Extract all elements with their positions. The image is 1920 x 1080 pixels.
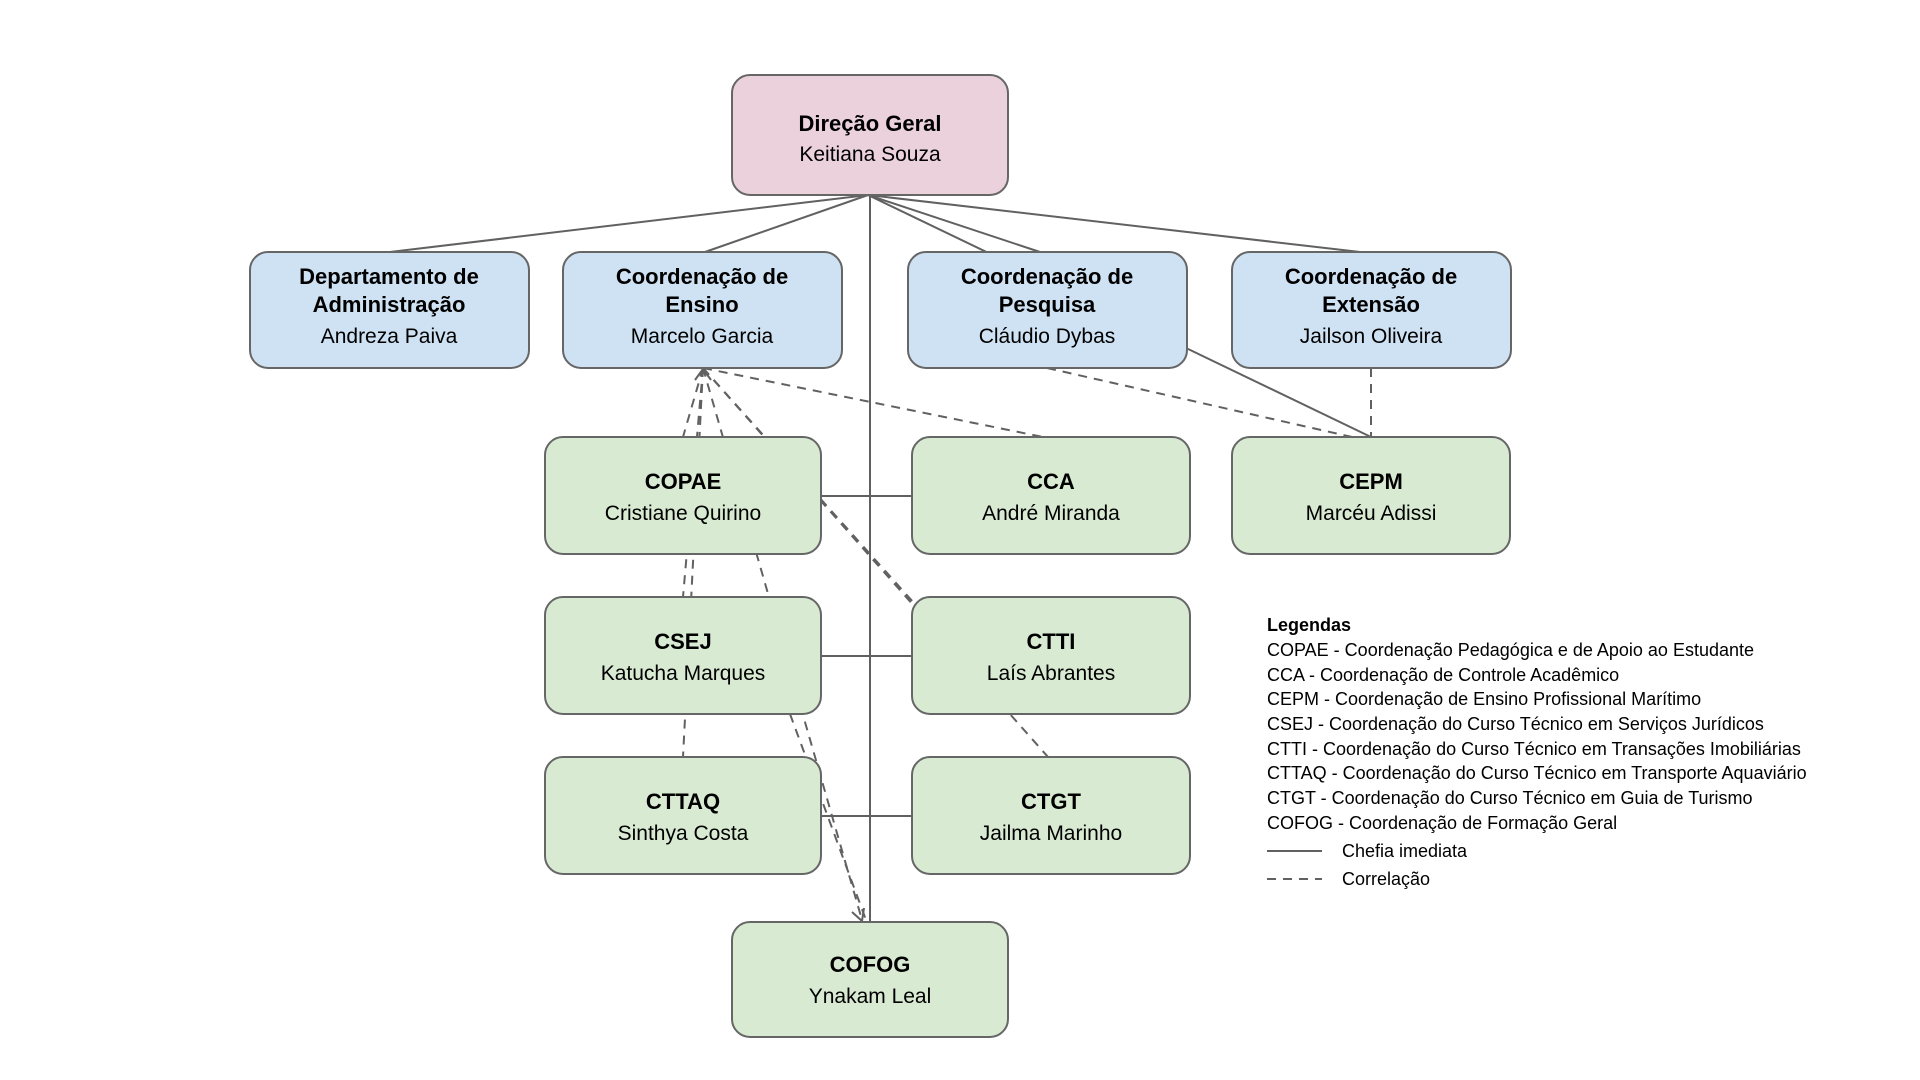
node-person: Jailma Marinho <box>980 822 1122 845</box>
legend: Legendas COPAE - Coordenação Pedagógica … <box>1267 615 1807 889</box>
node-person: Jailson Oliveira <box>1300 325 1443 348</box>
edge-csej-cofog <box>789 713 867 921</box>
legend-item-cepm: CEPM - Coordenação de Ensino Profissiona… <box>1267 689 1701 709</box>
node-title: CSEJ <box>654 629 711 654</box>
node-person: Cláudio Dybas <box>979 325 1116 348</box>
node-cofog: COFOG Ynakam Leal <box>731 921 1009 1038</box>
node-title: CTGT <box>1021 789 1081 814</box>
edge-ensino-copae <box>682 367 704 438</box>
legend-item-cttaq: CTTAQ - Coordenação do Curso Técnico em … <box>1267 763 1807 783</box>
node-title-line1: Coordenação de <box>1285 264 1457 289</box>
node-person: Katucha Marques <box>601 662 766 685</box>
node-departamento-administracao: Departamento de Administração Andreza Pa… <box>249 251 530 369</box>
node-copae: COPAE Cristiane Quirino <box>544 436 822 555</box>
node-title-line2: Administração <box>313 292 466 317</box>
node-coordenacao-extensao: Coordenação de Extensão Jailson Oliveira <box>1231 251 1512 369</box>
legend-item-copae: COPAE - Coordenação Pedagógica e de Apoi… <box>1267 640 1754 660</box>
legend-item-cofog: COFOG - Coordenação de Formação Geral <box>1267 813 1617 833</box>
node-title: COFOG <box>830 952 911 977</box>
node-person: Marcéu Adissi <box>1306 502 1437 525</box>
node-person: Sinthya Costa <box>618 822 749 845</box>
edge-direcao-pesquisa <box>867 194 1041 253</box>
node-title: CCA <box>1027 469 1075 494</box>
node-title-line2: Extensão <box>1322 292 1420 317</box>
edges-chefia-imediata <box>389 194 1372 922</box>
node-ctti: CTTI Laís Abrantes <box>911 596 1191 715</box>
node-direcao-geral: Direção Geral Keitiana Souza <box>731 74 1009 196</box>
node-cttaq: CTTAQ Sinthya Costa <box>544 756 822 875</box>
edge-direcao-departamento <box>389 194 869 253</box>
node-cepm: CEPM Marcéu Adissi <box>1231 436 1511 555</box>
node-title: COPAE <box>645 469 722 494</box>
node-title: CTTAQ <box>646 789 720 814</box>
node-csej: CSEJ Katucha Marques <box>544 596 822 715</box>
legend-item-cca: CCA - Coordenação de Controle Acadêmico <box>1267 665 1619 685</box>
node-title: CEPM <box>1339 469 1403 494</box>
node-coordenacao-ensino: Coordenação de Ensino Marcelo Garcia <box>562 251 843 369</box>
node-person: Andreza Paiva <box>321 325 458 348</box>
node-person: Cristiane Quirino <box>605 502 761 525</box>
legend-solid-label: Chefia imediata <box>1342 841 1468 861</box>
node-title: CTTI <box>1027 629 1076 654</box>
legend-dashed-label: Correlação <box>1342 869 1430 889</box>
legend-item-csej: CSEJ - Coordenação do Curso Técnico em S… <box>1267 714 1764 734</box>
node-title-line2: Pesquisa <box>999 292 1096 317</box>
node-person: Keitiana Souza <box>799 143 941 166</box>
edge-ensino-cca <box>702 367 1044 438</box>
node-person: André Miranda <box>982 502 1120 525</box>
node-person: Marcelo Garcia <box>631 325 774 348</box>
node-ctgt: CTGT Jailma Marinho <box>911 756 1191 875</box>
node-person: Laís Abrantes <box>987 662 1115 685</box>
edge-direcao-extensao <box>867 194 1361 253</box>
node-title-line1: Coordenação de <box>961 264 1133 289</box>
legend-item-ctgt: CTGT - Coordenação do Curso Técnico em G… <box>1267 788 1753 808</box>
node-title-line2: Ensino <box>665 292 738 317</box>
node-person: Ynakam Leal <box>809 985 932 1008</box>
legend-title: Legendas <box>1267 615 1351 635</box>
edge-direcao-ensino <box>704 194 869 253</box>
node-coordenacao-pesquisa: Coordenação de Pesquisa Cláudio Dybas <box>907 251 1188 369</box>
node-title: Direção Geral <box>798 111 941 136</box>
legend-item-ctti: CTTI - Coordenação do Curso Técnico em T… <box>1267 739 1801 759</box>
node-cca: CCA André Miranda <box>911 436 1191 555</box>
node-title-line1: Coordenação de <box>616 264 788 289</box>
node-title-line1: Departamento de <box>299 264 479 289</box>
edge-pesquisa-cepm <box>1046 367 1353 438</box>
